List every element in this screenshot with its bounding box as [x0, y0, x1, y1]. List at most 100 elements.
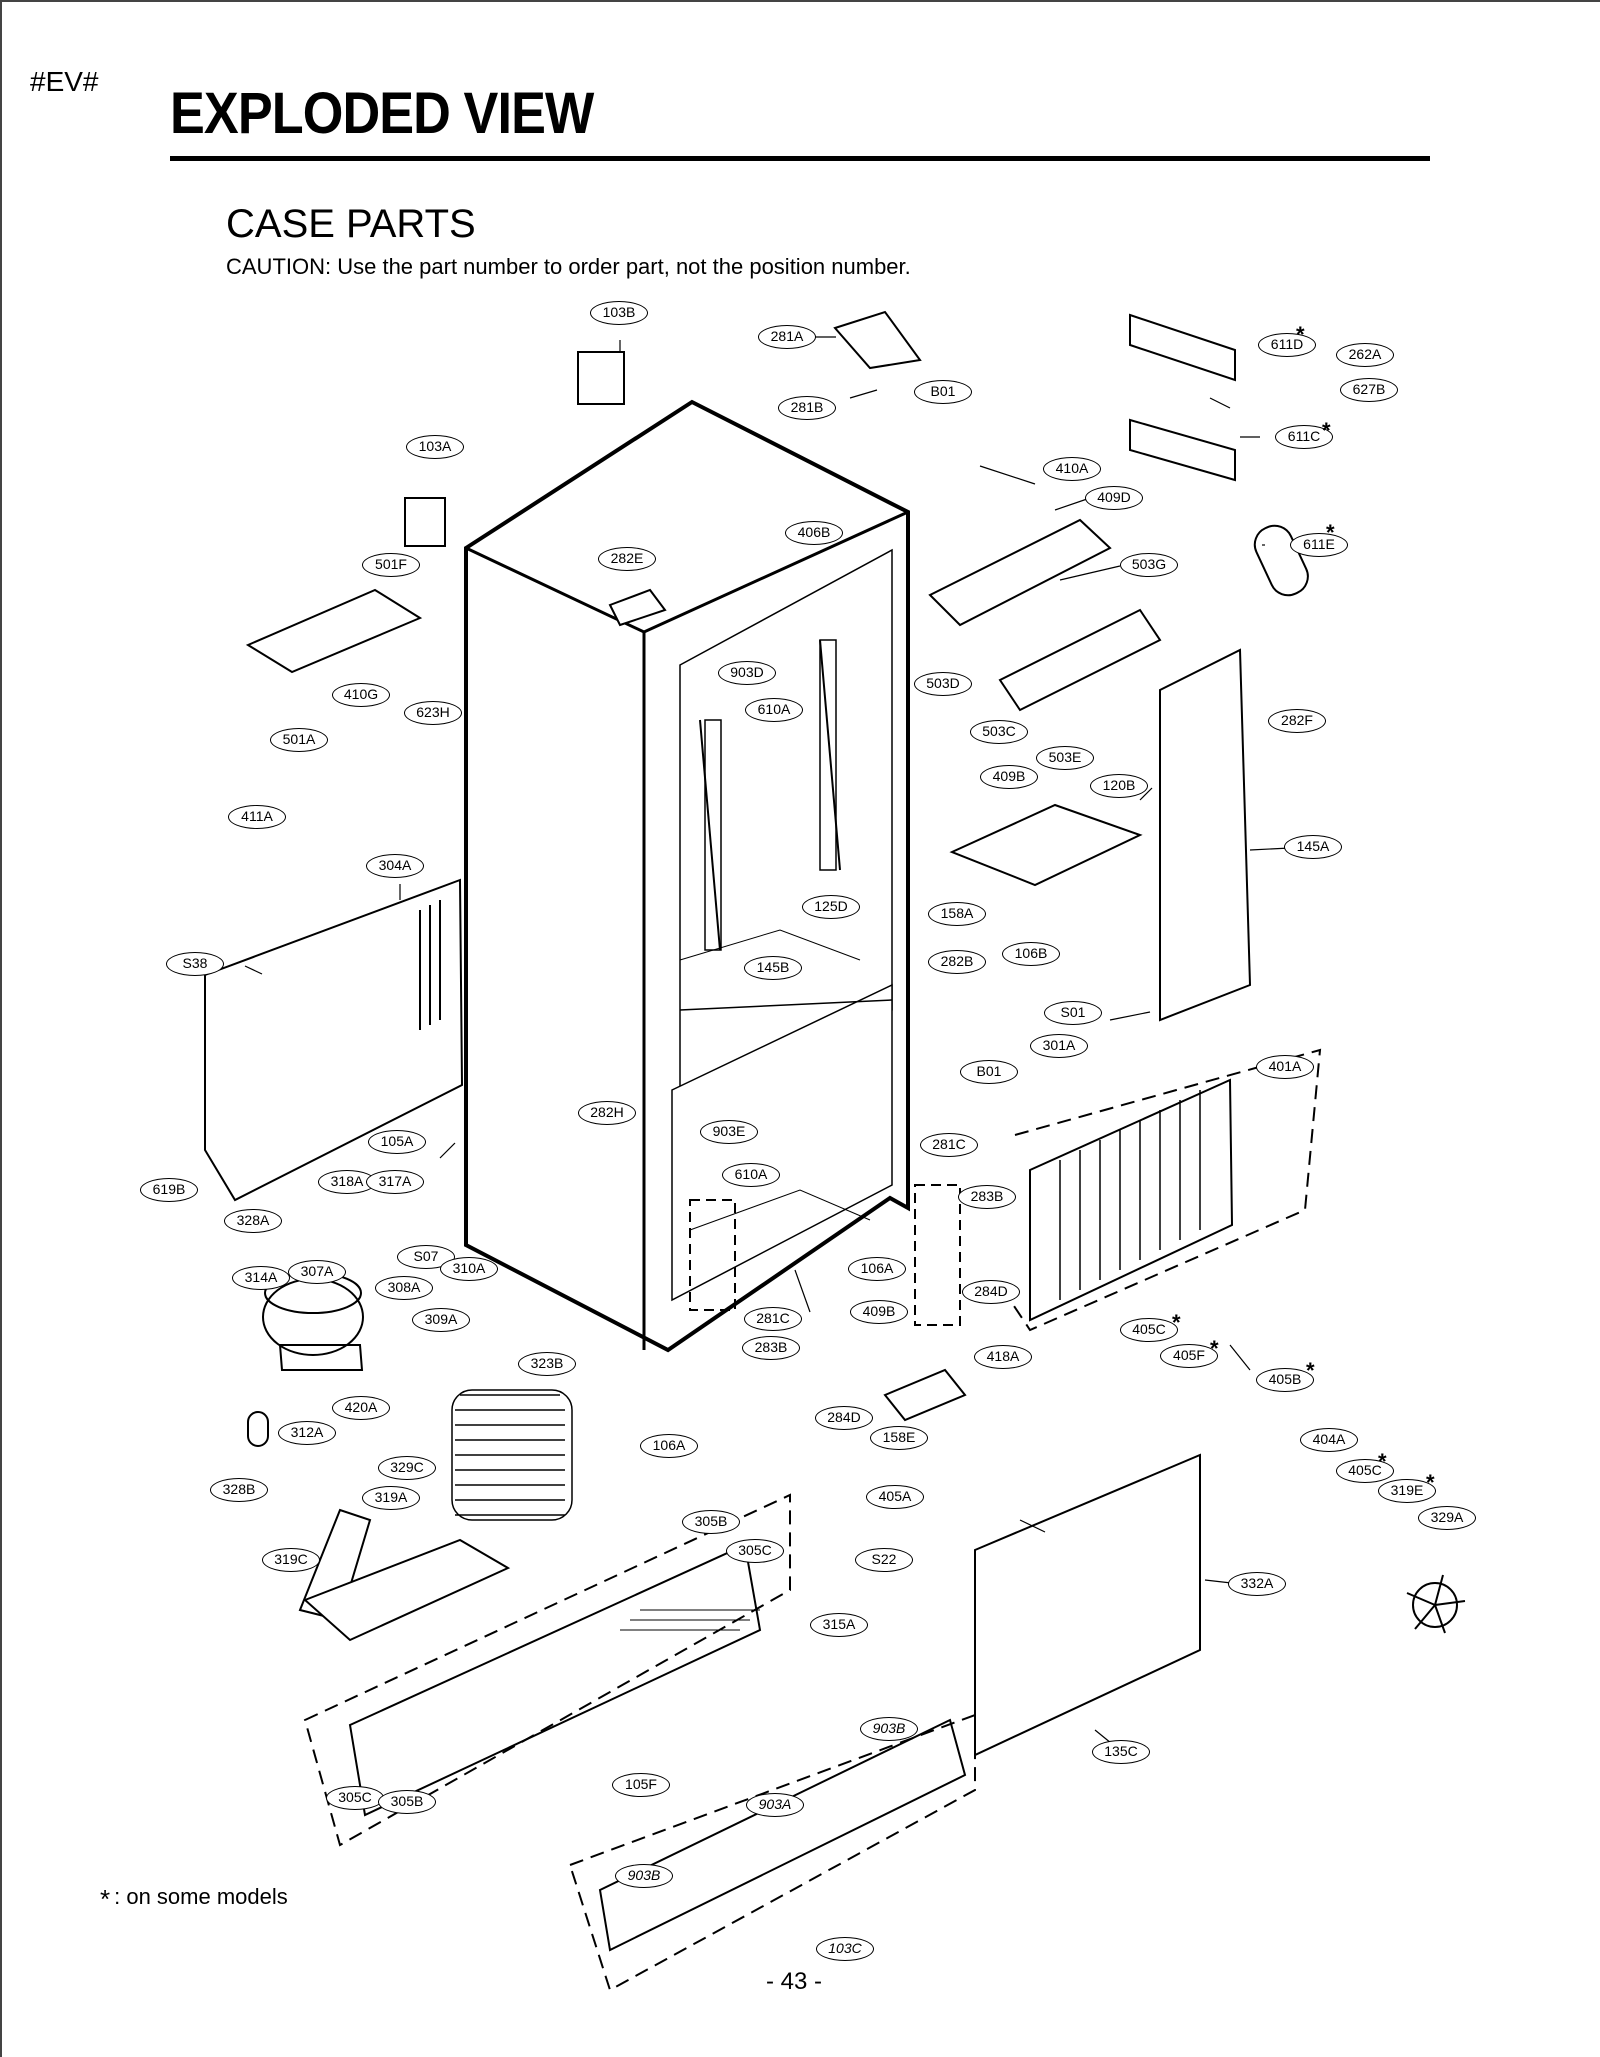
callout-627b: 627B: [1340, 378, 1398, 402]
callout-405a: 405A: [866, 1485, 924, 1509]
callout-410g: 410G: [332, 683, 390, 707]
callout-120b: 120B: [1090, 774, 1148, 798]
some-models-mark: *: [1172, 1310, 1181, 1335]
footnote: *: on some models: [100, 1884, 288, 1915]
callout-406b: 406B: [785, 521, 843, 545]
cabinet: [464, 399, 910, 1353]
callout-125d: 125D: [802, 895, 860, 919]
callout-319c: 319C: [262, 1548, 320, 1572]
callout-304a: 304A: [366, 854, 424, 878]
callout-135c: 135C: [1092, 1740, 1150, 1764]
callout-409b: 409B: [980, 765, 1038, 789]
callout-281a: 281A: [758, 325, 816, 349]
footnote-symbol: *: [100, 1884, 111, 1914]
callout-401a: 401A: [1256, 1055, 1314, 1079]
callout-158a: 158A: [928, 902, 986, 926]
callout-611e: 611E: [1290, 533, 1348, 557]
caution-note: CAUTION: Use the part number to order pa…: [226, 254, 911, 279]
callout-106a: 106A: [848, 1257, 906, 1281]
callout-332a: 332A: [1228, 1572, 1286, 1596]
callout-145b: 145B: [744, 956, 802, 980]
callout-329c: 329C: [378, 1456, 436, 1480]
callout-503c: 503C: [970, 720, 1028, 744]
callout-307a: 307A: [288, 1260, 346, 1284]
page-number: - 43 -: [766, 1968, 823, 1995]
small-parts: [245, 310, 1309, 1642]
callout-103a: 103A: [406, 435, 464, 459]
callout-s38: S38: [166, 952, 224, 976]
callout-309a: 309A: [412, 1308, 470, 1332]
callout-158e: 158E: [870, 1426, 928, 1450]
callout-282b: 282B: [928, 950, 986, 974]
callout-103b: 103B: [590, 301, 648, 325]
callout-315a: 315A: [810, 1613, 868, 1637]
callout-323b: 323B: [518, 1352, 576, 1376]
callout-301a: 301A: [1030, 1034, 1088, 1058]
callout-319a: 319A: [362, 1486, 420, 1510]
callout-s22: S22: [855, 1548, 913, 1572]
callout-308a: 308A: [375, 1276, 433, 1300]
lower-cover: [568, 1713, 976, 1992]
callout-317a: 317A: [366, 1170, 424, 1194]
section-heading: CASE PARTS: [226, 202, 476, 246]
callout-262a: 262A: [1336, 343, 1394, 367]
leader-lines: [244, 336, 1311, 1753]
callout-314a: 314A: [232, 1266, 290, 1290]
callout-105a: 105A: [368, 1130, 426, 1154]
callout-106b: 106B: [1002, 942, 1060, 966]
callout-611d: 611D: [1258, 333, 1316, 357]
callout-282e: 282E: [598, 547, 656, 571]
some-models-mark: *: [1210, 1336, 1219, 1361]
some-models-mark: *: [1426, 1470, 1435, 1495]
callout-420a: 420A: [332, 1396, 390, 1420]
callout-312a: 312A: [278, 1421, 336, 1445]
callout-503d: 503D: [914, 672, 972, 696]
callout-106a-2: 106A: [640, 1434, 698, 1458]
callout-405c: 405C: [1120, 1318, 1178, 1342]
callout-411a: 411A: [228, 805, 286, 829]
callout-903b: 903B: [860, 1717, 918, 1741]
callout-903e: 903E: [700, 1120, 758, 1144]
callout-610a: 610A: [745, 698, 803, 722]
callout-503g: 503G: [1120, 553, 1178, 577]
callout-903a: 903A: [746, 1793, 804, 1817]
callout-503e: 503E: [1036, 746, 1094, 770]
callout-305b-2: 305B: [378, 1790, 436, 1814]
callout-105f: 105F: [612, 1773, 670, 1797]
callout-409d: 409D: [1085, 486, 1143, 510]
callout-103c: 103C: [816, 1937, 874, 1961]
compressor: [247, 1272, 364, 1447]
callout-283b-2: 283B: [742, 1336, 800, 1360]
evaporator: [1009, 1048, 1322, 1332]
some-models-mark: *: [1326, 520, 1335, 545]
callout-s01: S01: [1044, 1001, 1102, 1025]
callout-b01-2: B01: [960, 1060, 1018, 1084]
callout-501f: 501F: [362, 553, 420, 577]
section-tag: #EV#: [30, 66, 99, 97]
callout-501a: 501A: [270, 728, 328, 752]
title-rule: [170, 156, 1430, 161]
footnote-text: : on some models: [114, 1884, 288, 1909]
callout-305b: 305B: [682, 1510, 740, 1534]
callout-405b: 405B: [1256, 1368, 1314, 1392]
condenser: [451, 1389, 573, 1521]
callout-305c: 305C: [726, 1539, 784, 1563]
callout-283b: 283B: [958, 1185, 1016, 1209]
callout-619b: 619B: [140, 1178, 198, 1202]
page-title: EXPLODED VIEW: [170, 81, 594, 146]
callout-305c-2: 305C: [326, 1786, 384, 1810]
callout-328a: 328A: [224, 1209, 282, 1233]
callout-405c-2: 405C: [1336, 1459, 1394, 1483]
callout-418a: 418A: [974, 1345, 1032, 1369]
callout-282f: 282F: [1268, 709, 1326, 733]
callout-281c-2: 281C: [744, 1307, 802, 1331]
callout-281b: 281B: [778, 396, 836, 420]
callout-903d: 903D: [718, 661, 776, 685]
callout-329a: 329A: [1418, 1506, 1476, 1530]
callout-284d: 284D: [962, 1280, 1020, 1304]
callout-281c: 281C: [920, 1133, 978, 1157]
callout-405f: 405F: [1160, 1344, 1218, 1368]
callout-404a: 404A: [1300, 1428, 1358, 1452]
